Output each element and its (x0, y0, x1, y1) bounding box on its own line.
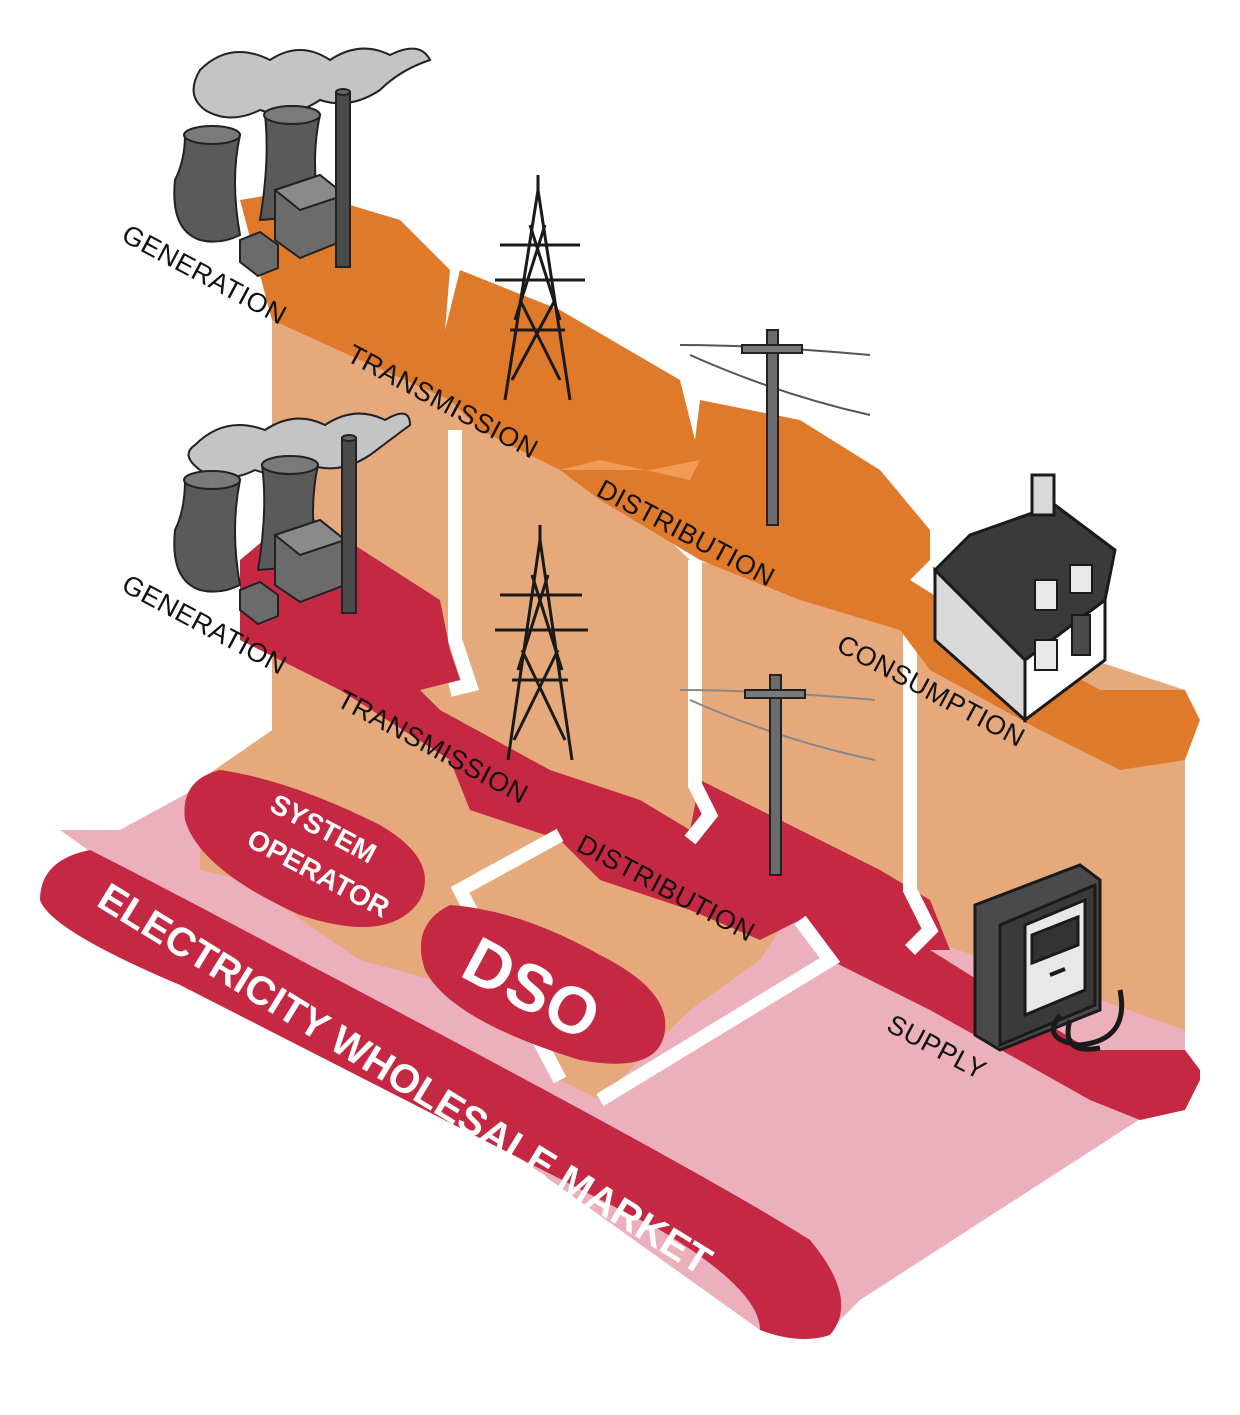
pylon-icon (495, 525, 588, 761)
house-icon (932, 473, 1117, 724)
lower-chain-band (240, 510, 1200, 1120)
electricity-meter-icon (973, 863, 1125, 1052)
pylon-icon (495, 175, 585, 401)
power-plant-icon (173, 47, 432, 278)
utility-pole-icon (679, 674, 876, 876)
utility-pole-icon (679, 329, 871, 526)
system-operator-pill: SYSTEM OPERATOR (184, 770, 425, 927)
power-plant-icon (173, 412, 412, 626)
